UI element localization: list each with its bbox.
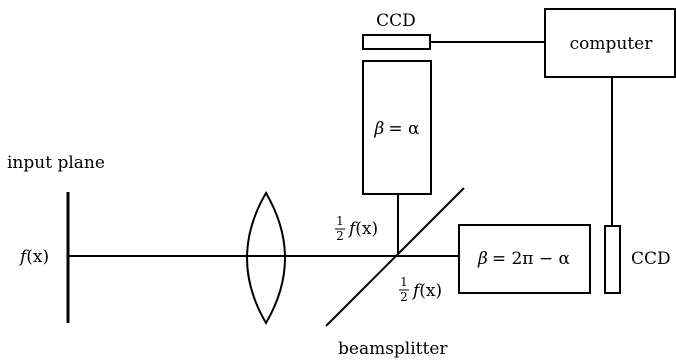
computer-label: computer	[570, 34, 654, 54]
filter-box-beta-two-pi-minus-alpha	[458, 224, 591, 294]
input-function-var: f	[18, 247, 29, 267]
ccd-top-sensor	[362, 34, 431, 50]
filter-box-beta-alpha	[362, 60, 432, 195]
half-lower-numerator: 1	[400, 275, 408, 289]
half-amplitude-label-upper: 1 2 f(x)	[335, 214, 378, 243]
lens-shape	[246, 191, 286, 325]
beta-alpha-label: β= α	[374, 119, 420, 139]
half-lower-function: f(x)	[411, 281, 442, 301]
half-upper-function: f(x)	[347, 219, 378, 239]
beamsplitter-label: beamsplitter	[338, 339, 448, 359]
ccd-right-label: CCD	[631, 249, 671, 269]
ccd-top-label: CCD	[376, 11, 416, 31]
beta-alpha-right: = α	[388, 119, 420, 139]
half-upper-var: f	[347, 219, 358, 239]
input-plane-label: input plane	[7, 153, 105, 173]
half-lower-var: f	[411, 281, 422, 301]
half-amplitude-label-lower: 1 2 f(x)	[399, 275, 442, 304]
beta-two-pi-left: β	[477, 249, 488, 269]
beta-two-pi-right: = 2π − α	[492, 249, 571, 269]
beamsplitter-line	[325, 187, 465, 327]
half-upper-numerator: 1	[336, 214, 344, 228]
half-upper-denominator: 2	[336, 229, 344, 243]
computer-box	[544, 8, 676, 78]
half-lower-arg: (x)	[419, 281, 442, 301]
ccd-right-sensor	[604, 225, 621, 294]
half-upper-arg: (x)	[355, 219, 378, 239]
input-function-label: f(x)	[18, 247, 49, 267]
beta-two-pi-minus-alpha-label: β= 2π − α	[477, 249, 571, 269]
beta-alpha-left: β	[374, 119, 385, 139]
input-function-arg: (x)	[26, 247, 49, 267]
half-lower-denominator: 2	[400, 290, 408, 304]
